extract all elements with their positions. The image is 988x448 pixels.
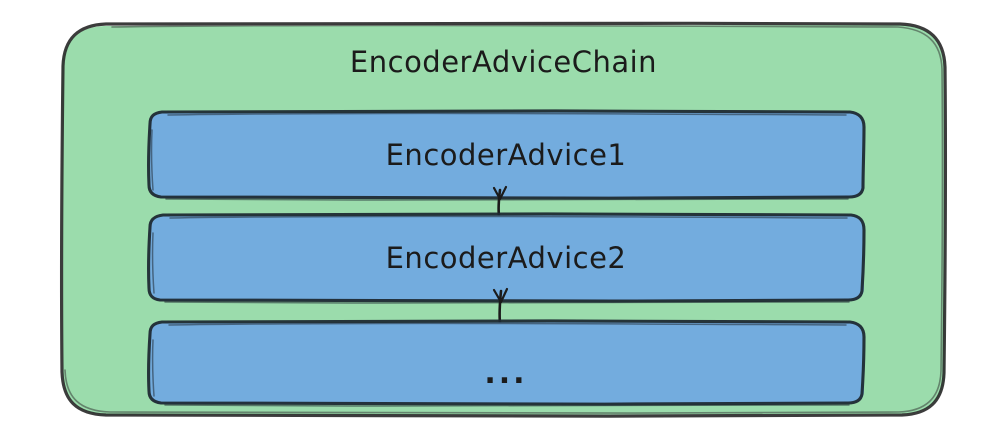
advice-node-1[interactable] xyxy=(147,109,866,201)
container-outline-a xyxy=(59,21,948,418)
advice-node-3[interactable] xyxy=(147,319,866,407)
advice-node-2[interactable] xyxy=(147,212,866,304)
advice-node-2-label: EncoderAdvice2 xyxy=(385,241,627,275)
advice-node-3-fill xyxy=(149,322,864,404)
advice-node-2-outline-b xyxy=(151,215,850,304)
advice-node-2-outline-a xyxy=(147,212,866,303)
advice-node-1-fill xyxy=(149,112,864,198)
advice-node-3-outline-a xyxy=(147,319,866,406)
advice-node-3-outline-b xyxy=(151,322,850,407)
container-outline-b xyxy=(64,24,944,414)
advice-node-1-outline-a xyxy=(147,109,866,200)
connector-1-to-2-head xyxy=(492,185,508,201)
connector-2-to-3-head xyxy=(492,287,509,304)
advice-node-1-label: EncoderAdvice1 xyxy=(385,138,627,172)
advice-node-1-outline-b xyxy=(150,112,849,201)
advice-node-3-label: ... xyxy=(484,356,528,391)
advice-node-2-fill xyxy=(149,215,864,301)
connector-2-to-3-line xyxy=(498,289,503,325)
container-title: EncoderAdviceChain xyxy=(349,45,658,79)
connector-1-to-2-line xyxy=(497,188,502,218)
